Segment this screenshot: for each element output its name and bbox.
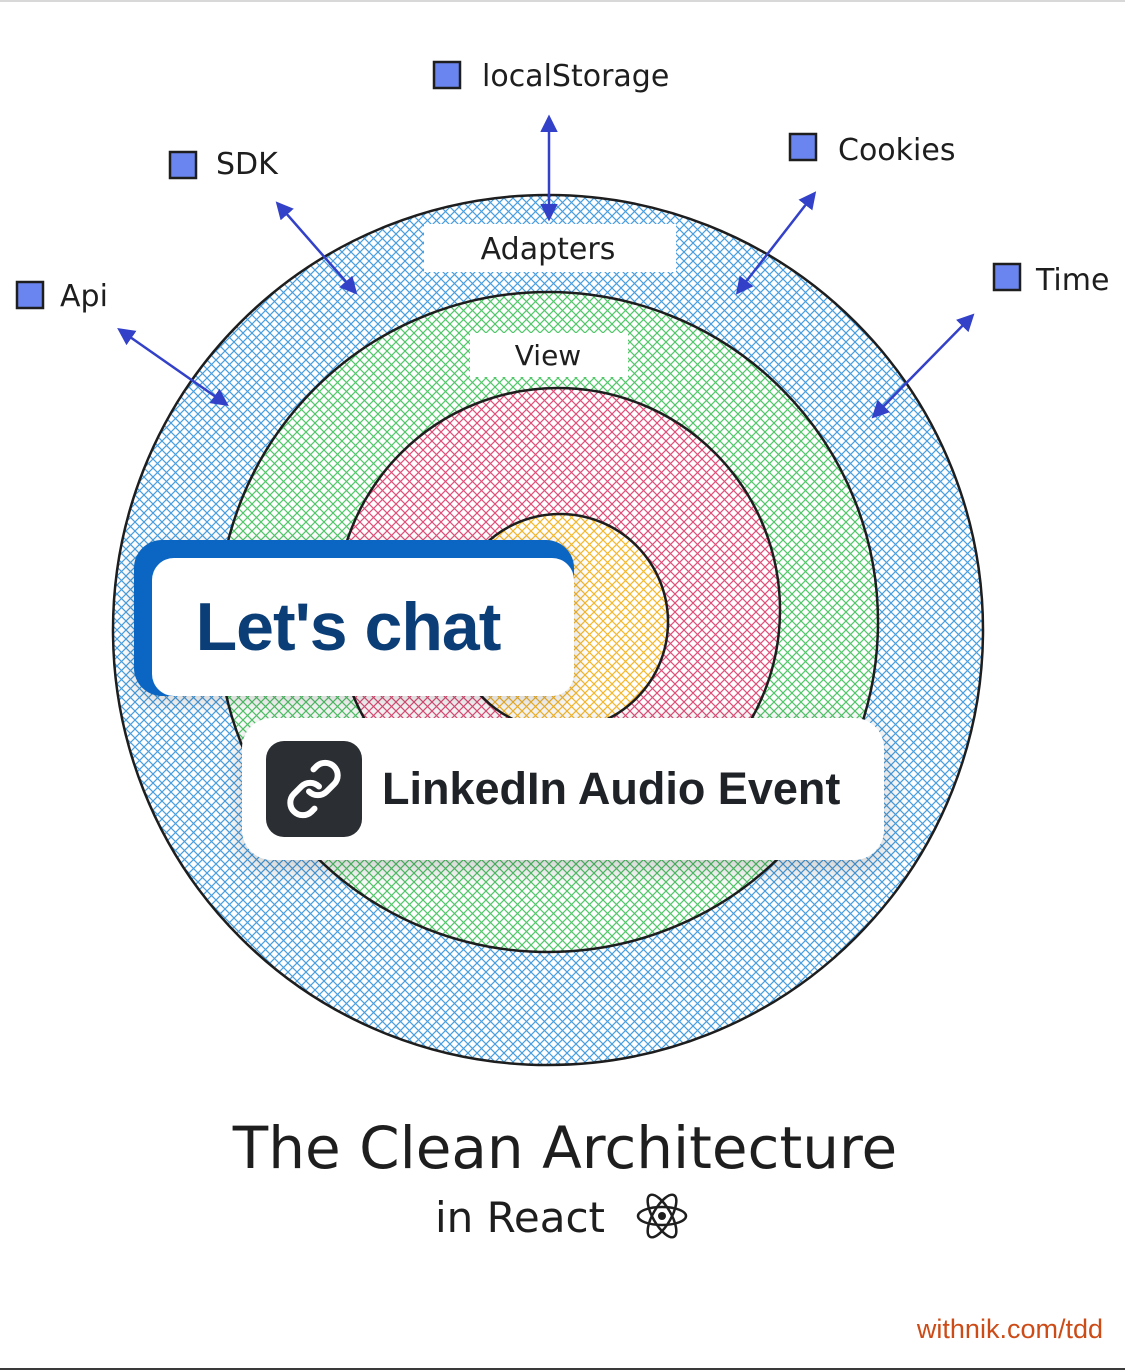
lets-chat-inner: Let's chat (152, 558, 574, 696)
cookies-box (788, 132, 818, 162)
arrow-sdk (275, 201, 358, 295)
top-border (0, 0, 1125, 2)
api-label: Api (60, 279, 108, 314)
arrow-time (871, 313, 975, 419)
sdk-box (168, 150, 198, 180)
diagram-title: The Clean Architecture (232, 1114, 897, 1182)
bottom-border (0, 1368, 1125, 1370)
lets-chat-card[interactable]: Let's chat (134, 540, 574, 696)
lets-chat-label: Let's chat (195, 589, 502, 665)
footer-link[interactable]: withnik.com/tdd (916, 1314, 1103, 1344)
localstorage-box (432, 60, 462, 90)
cookies-label: Cookies (838, 133, 955, 168)
localstorage-label: localStorage (482, 59, 669, 94)
arrow-cookies (735, 191, 817, 295)
adapters-label-bg (424, 224, 676, 272)
adapters-label: Adapters (481, 232, 616, 267)
diagram-subtitle: in React (435, 1193, 605, 1242)
linkedin-event-card[interactable]: LinkedIn Audio Event (242, 718, 884, 860)
sdk-label: SDK (216, 147, 279, 182)
view-label-bg (470, 333, 628, 377)
linkedin-event-label: LinkedIn Audio Event (382, 763, 841, 814)
react-atom-icon (636, 1193, 688, 1239)
api-box (15, 280, 45, 310)
time-box (992, 262, 1022, 292)
time-label: Time (1035, 263, 1109, 298)
view-label: View (515, 339, 581, 372)
arrow-api (117, 327, 229, 407)
link-icon (266, 741, 362, 837)
